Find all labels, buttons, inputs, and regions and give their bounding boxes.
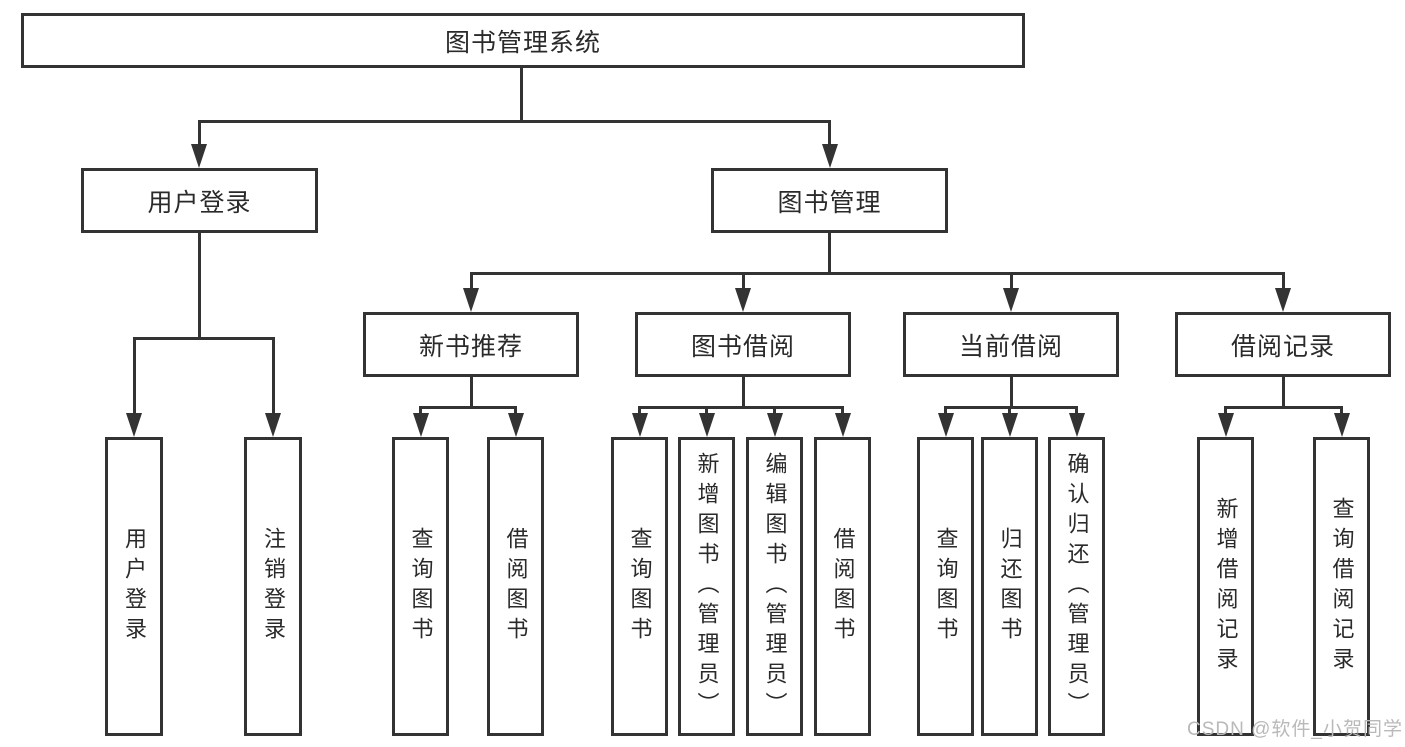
arrow-down-icon bbox=[1068, 406, 1085, 437]
leaf-current-confirm-return-label: 确认归还（管理员） bbox=[1064, 451, 1090, 722]
arrow-down-icon bbox=[1217, 406, 1234, 437]
node-book-management-label: 图书管理 bbox=[777, 188, 882, 217]
arrow-down-icon bbox=[1003, 272, 1019, 312]
connector-line bbox=[1281, 377, 1285, 406]
leaf-borrow-edit-book-label: 编辑图书（管理员） bbox=[762, 451, 788, 722]
connector-line bbox=[638, 406, 844, 409]
node-user-login-label: 用户登录 bbox=[147, 188, 252, 217]
node-current-borrow: 当前借阅 bbox=[903, 312, 1119, 377]
connector-line bbox=[520, 68, 523, 120]
node-borrow-records: 借阅记录 bbox=[1175, 312, 1391, 377]
connector-line bbox=[419, 406, 517, 409]
arrow-down-icon bbox=[631, 406, 648, 437]
leaf-borrow-add-book: 新增图书（管理员） bbox=[678, 437, 735, 736]
arrow-down-icon bbox=[126, 337, 142, 437]
csdn-watermark: CSDN @软件_小贺同学 bbox=[1187, 719, 1403, 740]
arrow-down-icon bbox=[507, 406, 524, 437]
node-book-borrow: 图书借阅 bbox=[635, 312, 851, 377]
leaf-borrow-query: 查询图书 bbox=[611, 437, 668, 736]
leaf-user-login-label: 用户登录 bbox=[122, 526, 147, 647]
leaf-records-query: 查询借阅记录 bbox=[1313, 437, 1370, 736]
arrow-down-icon bbox=[1001, 406, 1018, 437]
arrow-down-icon bbox=[463, 272, 479, 312]
leaf-user-login: 用户登录 bbox=[105, 437, 163, 736]
node-book-management: 图书管理 bbox=[711, 168, 948, 233]
connector-line bbox=[469, 272, 1285, 275]
node-book-borrow-label: 图书借阅 bbox=[690, 332, 795, 361]
leaf-borrow-add-book-label: 新增图书（管理员） bbox=[694, 451, 720, 722]
leaf-current-query-label: 查询图书 bbox=[933, 526, 959, 647]
leaf-newbooks-borrow: 借阅图书 bbox=[487, 437, 544, 736]
node-new-book-recommend: 新书推荐 bbox=[363, 312, 579, 377]
node-root-label: 图书管理系统 bbox=[444, 28, 601, 57]
leaf-borrow-borrow-book: 借阅图书 bbox=[814, 437, 871, 736]
leaf-logout-label: 注销登录 bbox=[261, 526, 286, 647]
leaf-records-add-label: 新增借阅记录 bbox=[1213, 496, 1239, 677]
connector-line bbox=[197, 233, 201, 337]
connector-line bbox=[198, 120, 831, 123]
leaf-borrow-borrow-book-label: 借阅图书 bbox=[830, 526, 856, 647]
connector-line bbox=[741, 377, 745, 406]
node-user-login: 用户登录 bbox=[81, 168, 318, 233]
arrow-down-icon bbox=[821, 120, 838, 168]
arrow-down-icon bbox=[1333, 406, 1350, 437]
leaf-logout: 注销登录 bbox=[244, 437, 302, 736]
connector-line bbox=[132, 337, 275, 340]
leaf-newbooks-query-label: 查询图书 bbox=[408, 526, 434, 647]
leaf-current-return-label: 归还图书 bbox=[997, 526, 1023, 647]
connector-line bbox=[469, 377, 473, 406]
arrow-down-icon bbox=[735, 272, 751, 312]
arrow-down-icon bbox=[412, 406, 429, 437]
node-root: 图书管理系统 bbox=[21, 13, 1025, 68]
arrow-down-icon bbox=[698, 406, 715, 437]
leaf-newbooks-borrow-label: 借阅图书 bbox=[503, 526, 529, 647]
arrow-down-icon bbox=[937, 406, 954, 437]
connector-line bbox=[944, 406, 1078, 409]
connector-line bbox=[1009, 377, 1013, 406]
leaf-records-query-label: 查询借阅记录 bbox=[1329, 496, 1355, 677]
connector-line bbox=[828, 233, 831, 272]
node-new-book-recommend-label: 新书推荐 bbox=[418, 332, 523, 361]
arrow-down-icon bbox=[191, 120, 207, 168]
leaf-borrow-query-label: 查询图书 bbox=[627, 526, 653, 647]
leaf-current-query: 查询图书 bbox=[917, 437, 974, 736]
arrow-down-icon bbox=[1275, 272, 1291, 312]
connector-line bbox=[1224, 406, 1343, 409]
arrow-down-icon bbox=[265, 337, 281, 437]
leaf-newbooks-query: 查询图书 bbox=[392, 437, 449, 736]
leaf-current-return: 归还图书 bbox=[981, 437, 1038, 736]
leaf-records-add: 新增借阅记录 bbox=[1197, 437, 1254, 736]
node-borrow-records-label: 借阅记录 bbox=[1230, 332, 1335, 361]
arrow-down-icon bbox=[834, 406, 851, 437]
arrow-down-icon bbox=[766, 406, 783, 437]
leaf-borrow-edit-book: 编辑图书（管理员） bbox=[746, 437, 803, 736]
leaf-current-confirm-return: 确认归还（管理员） bbox=[1048, 437, 1105, 736]
node-current-borrow-label: 当前借阅 bbox=[958, 332, 1063, 361]
